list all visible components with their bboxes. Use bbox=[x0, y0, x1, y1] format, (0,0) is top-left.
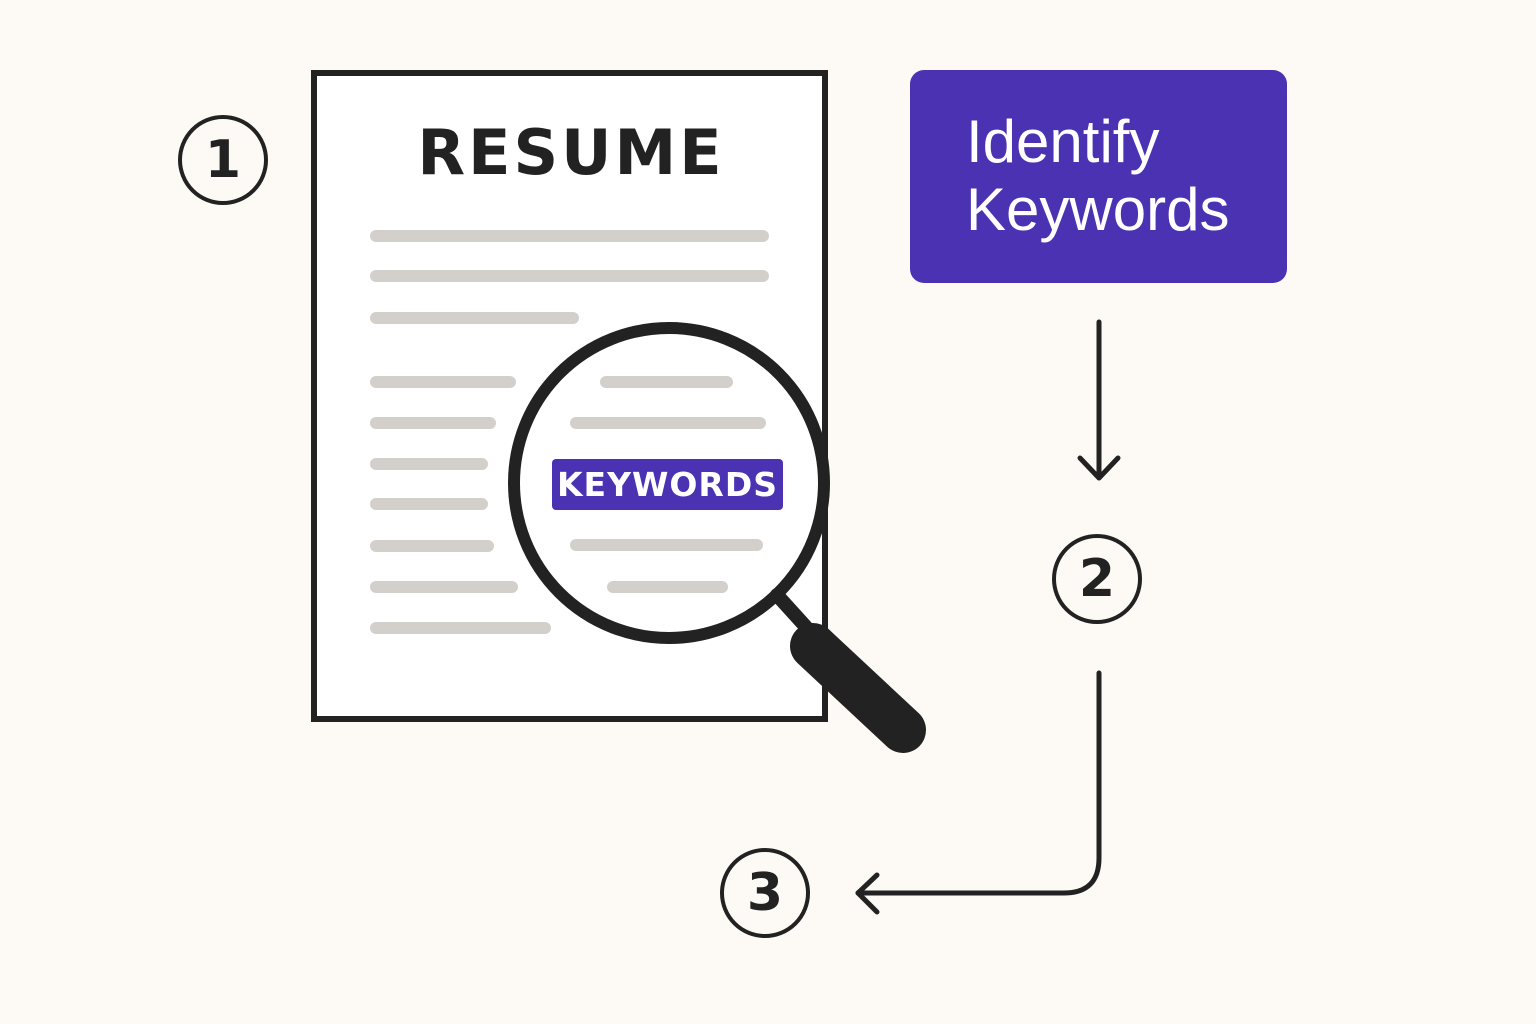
action-box-line-1: Identify bbox=[966, 108, 1160, 175]
action-box-line-2: Keywords bbox=[966, 176, 1230, 243]
magnifier-neck bbox=[770, 588, 813, 634]
step-2-badge: 2 bbox=[1052, 534, 1142, 624]
arrow-return bbox=[855, 670, 1102, 915]
arrow-down bbox=[1077, 319, 1121, 481]
identify-keywords-box: Identify Keywords bbox=[910, 70, 1287, 283]
keywords-highlight: KEYWORDS bbox=[552, 459, 783, 510]
resume-title: RESUME bbox=[417, 116, 725, 189]
resume-text-lines bbox=[370, 230, 769, 634]
step-3-badge: 3 bbox=[720, 848, 810, 938]
lens-text-lines bbox=[570, 376, 766, 593]
magnifier-handle bbox=[790, 623, 926, 753]
step-1-badge: 1 bbox=[178, 115, 268, 205]
